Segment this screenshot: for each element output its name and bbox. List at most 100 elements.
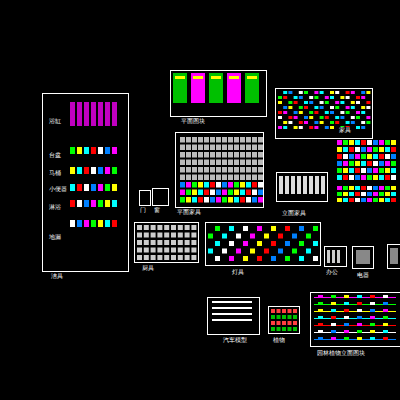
block-fill <box>178 225 183 230</box>
block-fill <box>357 309 362 312</box>
block-fill <box>191 248 196 253</box>
block-fill <box>391 147 396 152</box>
block-fill <box>246 175 251 181</box>
block-fill <box>344 323 349 326</box>
block-fill <box>70 200 75 207</box>
block-fill <box>282 315 286 319</box>
block-fill <box>373 154 378 159</box>
block-fill <box>192 197 197 203</box>
block-fill <box>186 152 191 158</box>
block-fill <box>367 168 372 173</box>
block-fill <box>383 316 388 319</box>
block-fill <box>337 175 342 180</box>
block-fill <box>234 182 239 188</box>
block-fill <box>366 91 370 94</box>
block-fill <box>325 126 329 129</box>
block-fill <box>373 140 378 145</box>
block-fill <box>325 101 329 104</box>
block-fill <box>335 106 339 109</box>
block-fill <box>151 255 156 260</box>
block-fill <box>370 302 375 305</box>
block-fill <box>186 145 191 151</box>
block-fill <box>185 233 190 238</box>
block-fill <box>210 137 215 143</box>
block-fill <box>216 197 221 203</box>
block-fill <box>98 147 103 154</box>
block-fill <box>306 234 311 239</box>
block-fill <box>344 337 349 340</box>
block-fill <box>105 200 110 207</box>
block-fill <box>299 111 303 114</box>
block-fill <box>349 140 354 145</box>
block-fill <box>151 240 156 245</box>
block-fill <box>383 295 388 298</box>
block-fill <box>335 101 339 104</box>
block-fill <box>192 175 197 181</box>
block-fill <box>343 198 348 202</box>
block-fill <box>349 175 354 180</box>
block-fill <box>164 233 169 238</box>
block-fill <box>318 330 323 333</box>
block-fill <box>180 197 185 203</box>
block-fill <box>391 198 396 202</box>
block-fill <box>222 249 227 254</box>
block-fill <box>234 197 239 203</box>
block-fill <box>361 186 366 190</box>
block-label: 办公 <box>325 269 339 275</box>
block-fill <box>349 168 354 173</box>
block-fill <box>171 248 176 253</box>
block-fill <box>240 145 245 151</box>
block-fill <box>356 96 360 99</box>
block-fill <box>385 198 390 202</box>
block-label: 窗 <box>153 207 161 213</box>
block-fill <box>361 140 366 145</box>
block-fill <box>344 330 349 333</box>
block-fill <box>349 192 354 196</box>
block-fill <box>243 256 248 261</box>
block-fill <box>271 256 276 261</box>
block-fill <box>246 182 251 188</box>
block-fill <box>331 316 336 319</box>
block-label: 台盆 <box>48 152 62 158</box>
block-fill <box>283 96 287 99</box>
block-fill <box>344 302 349 305</box>
block-fill <box>180 160 185 166</box>
block-label: 汽车模型 <box>222 337 248 343</box>
block-fill <box>385 192 390 196</box>
block-fill <box>357 295 362 298</box>
block-fill <box>234 190 239 196</box>
block-label: 小便器 <box>48 186 68 192</box>
block-fill <box>299 91 303 94</box>
block-label: 厨具 <box>141 265 155 271</box>
block-fill <box>84 102 89 126</box>
block-fill <box>240 152 245 158</box>
block-fill <box>70 167 75 174</box>
block-fill <box>309 116 313 119</box>
block-fill <box>222 182 227 188</box>
block-fill <box>299 226 304 231</box>
block-fill <box>258 145 263 151</box>
block-fill <box>208 249 213 254</box>
block-fill <box>367 175 372 180</box>
block-fill <box>373 198 378 202</box>
block-fill <box>105 167 110 174</box>
block-fill <box>216 190 221 196</box>
block-fill <box>343 192 348 196</box>
block-fill <box>356 101 360 104</box>
block-fill <box>271 241 276 246</box>
block-fill <box>246 152 251 158</box>
block-fill <box>304 91 308 94</box>
block-fill <box>315 176 319 194</box>
block-fill <box>180 145 185 151</box>
block-fill <box>191 240 196 245</box>
block-fill <box>271 327 275 331</box>
block-fill <box>285 256 290 261</box>
block-fill <box>288 315 292 319</box>
block-fill <box>318 302 323 305</box>
block-fill <box>252 160 257 166</box>
block-fill <box>228 175 233 181</box>
block-fill <box>222 137 227 143</box>
block-fill <box>355 168 360 173</box>
block-fill <box>361 121 365 124</box>
block-fill <box>178 233 183 238</box>
